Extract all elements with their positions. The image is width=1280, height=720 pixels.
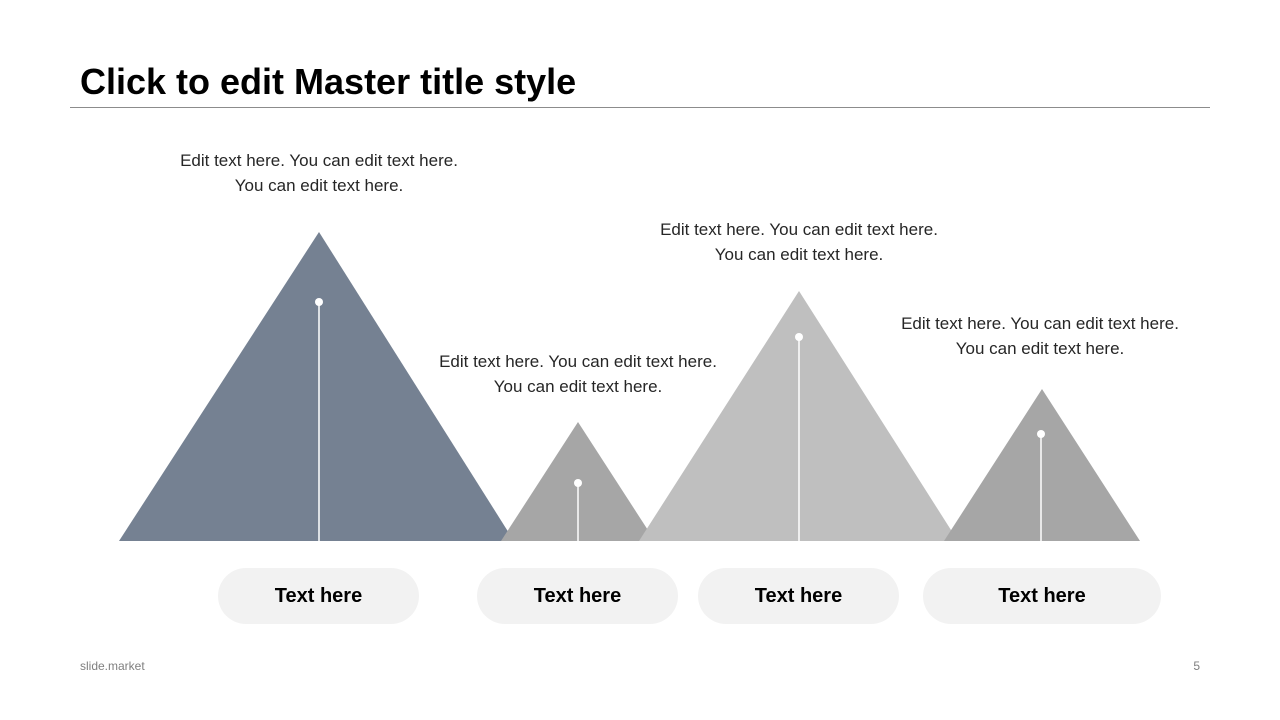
- footer-brand: slide.market: [80, 659, 145, 673]
- peak-2-caption-line-2: You can edit text here.: [493, 377, 663, 396]
- peak-1-label-pill[interactable]: Text here: [218, 568, 419, 624]
- peak-3-caption[interactable]: Edit text here. You can edit text here. …: [629, 217, 969, 267]
- peak-2-caption-line-1: Edit text here. You can edit text here.: [439, 352, 717, 371]
- peak-4-label-pill[interactable]: Text here: [923, 568, 1161, 624]
- peak-3-label-pill[interactable]: Text here: [698, 568, 899, 624]
- peak-4-caption[interactable]: Edit text here. You can edit text here. …: [870, 311, 1210, 361]
- peak-3-marker-dot: [795, 333, 803, 341]
- peak-1-marker-dot: [315, 298, 323, 306]
- title-divider: [70, 107, 1210, 108]
- slide-title[interactable]: Click to edit Master title style: [80, 61, 577, 102]
- peak-1-caption[interactable]: Edit text here. You can edit text here. …: [149, 148, 489, 198]
- peak-1-caption-line-2: You can edit text here.: [234, 176, 404, 195]
- peak-3-caption-line-2: You can edit text here.: [714, 245, 884, 264]
- peak-2-label-pill[interactable]: Text here: [477, 568, 678, 624]
- peak-1-caption-line-1: Edit text here. You can edit text here.: [180, 151, 458, 170]
- peak-2-caption[interactable]: Edit text here. You can edit text here. …: [408, 349, 748, 399]
- peak-4-caption-line-1: Edit text here. You can edit text here.: [901, 314, 1179, 333]
- peak-3-caption-line-1: Edit text here. You can edit text here.: [660, 220, 938, 239]
- peak-4-marker-dot: [1037, 430, 1045, 438]
- peak-2-marker-dot: [574, 479, 582, 487]
- peak-4-triangle[interactable]: [944, 389, 1140, 541]
- peak-1-triangle[interactable]: [119, 232, 514, 541]
- page-number: 5: [1193, 659, 1200, 673]
- peak-4-caption-line-2: You can edit text here.: [955, 339, 1125, 358]
